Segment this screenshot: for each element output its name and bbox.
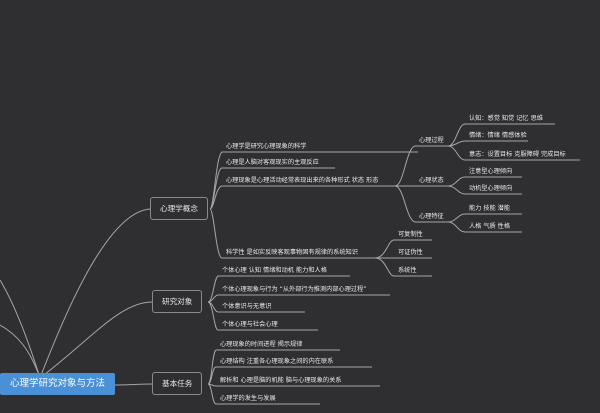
link-root-task: [111, 383, 153, 386]
state-item[interactable]: 注意型心理倾向: [469, 168, 513, 175]
process-item[interactable]: 情绪：情绪 情感体验: [469, 132, 527, 139]
science-item[interactable]: 系统性: [398, 267, 417, 274]
concept-item[interactable]: 心理是人脑对客观现实的主观反应: [226, 159, 319, 166]
science-item[interactable]: 可证伪性: [398, 249, 423, 256]
concept-item[interactable]: 心理学是研究心理现象的科学: [226, 143, 307, 150]
state-item[interactable]: 动机型心理倾向: [469, 185, 513, 192]
link-root-object: [39, 301, 153, 379]
task-item[interactable]: 心理现象的时间进程 揭示规律: [220, 341, 303, 348]
object-item[interactable]: 个体心理与社会心理: [222, 321, 278, 328]
object-item[interactable]: 个体心理现象与行为 “从外部行为推测内部心理过程”: [222, 286, 367, 293]
phenomena-node-state[interactable]: 心理状态: [419, 177, 444, 184]
object-item[interactable]: 个体意识与无意识: [222, 303, 272, 310]
root-node[interactable]: 心理学研究对象与方法: [0, 373, 116, 395]
link-root-left-1: [0, 279, 41, 379]
concept-item[interactable]: 心理现象是心理活动经常表现出来的各种形式 状态 形态: [226, 177, 379, 184]
task-item[interactable]: 心理结构 注重各心理现象之间的内在联系: [220, 358, 334, 365]
trait-item[interactable]: 人格 气质 性格: [469, 223, 511, 230]
link-root-concept: [39, 208, 151, 379]
concept-item[interactable]: 科学性 是如实反映客观事物固有规律的系统知识: [226, 249, 358, 256]
phenomena-node-process[interactable]: 心理过程: [419, 137, 444, 144]
task-item[interactable]: 心理学的发生与发展: [220, 395, 276, 402]
process-item[interactable]: 认知：感觉 知觉 记忆 思维: [469, 115, 543, 122]
object-item[interactable]: 个体心理 认知 情绪和动机 能力和人格: [222, 267, 327, 274]
branch-node-concept[interactable]: 心理学概念: [150, 197, 208, 220]
link-root-left-2: [0, 324, 41, 379]
phenomena-node-trait[interactable]: 心理特征: [419, 213, 444, 220]
branch-node-task[interactable]: 基本任务: [152, 372, 203, 395]
science-item[interactable]: 可复制性: [398, 231, 423, 238]
task-item[interactable]: 解析和 心理是脑的机能 脑与心理现象的关系: [220, 377, 342, 384]
branch-node-object[interactable]: 研究对象: [152, 290, 203, 313]
process-item[interactable]: 意志：设置目标 克服障碍 完成目标: [469, 151, 566, 158]
trait-item[interactable]: 能力 技能 潜能: [469, 205, 511, 212]
